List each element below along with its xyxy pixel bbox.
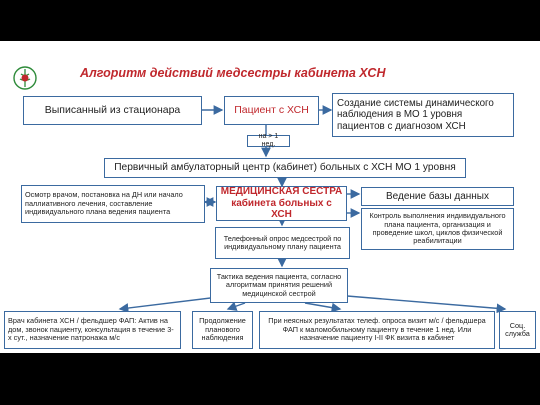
system-box: Создание системы динамического наблюдени… (332, 93, 514, 137)
exam-box: Осмотр врачом, постановка на ДН или нача… (21, 185, 205, 223)
patient-box: Пациент с ХСН (224, 96, 319, 125)
control-box: Контроль выполнения индивидуального план… (361, 208, 514, 250)
nurse-title: МЕДИЦИНСКАЯ СЕСТРА (220, 186, 343, 198)
page-title: Алгоритм действий медсестры кабинета ХСН (80, 66, 386, 80)
slide: Алгоритм действий медсестры кабинета ХСН… (0, 41, 540, 353)
nurse-box: МЕДИЦИНСКАЯ СЕСТРА кабинета больных с ХС… (216, 186, 347, 221)
doctor-box: Врач кабинета ХСН / фельдшер ФАП: Актив … (4, 311, 181, 349)
arrow-tactics-continue (226, 301, 246, 311)
weeks-label: на > 1 нед. (247, 133, 290, 148)
database-box: Ведение базы данных (361, 187, 514, 206)
unclear-results-box: При неясных результатах телеф. опроса ви… (259, 311, 495, 349)
tactics-box: Тактика ведения пациента, согласно алгор… (210, 268, 348, 303)
arrow-tactics-unclear (304, 302, 342, 313)
center-box: Первичный амбулаторный центр (кабинет) б… (104, 158, 466, 178)
discharged-box: Выписанный из стационара (23, 96, 202, 125)
social-service-box: Соц. служба (499, 311, 536, 349)
continue-box: Продолжение планового наблюдения (192, 311, 253, 349)
medical-emblem-logo (13, 66, 37, 90)
phone-survey-box: Телефонный опрос медсестрой по индивидуа… (215, 227, 350, 259)
nurse-subtitle: кабинета больных с ХСН (231, 197, 332, 221)
arrow-tactics-social (334, 294, 507, 314)
